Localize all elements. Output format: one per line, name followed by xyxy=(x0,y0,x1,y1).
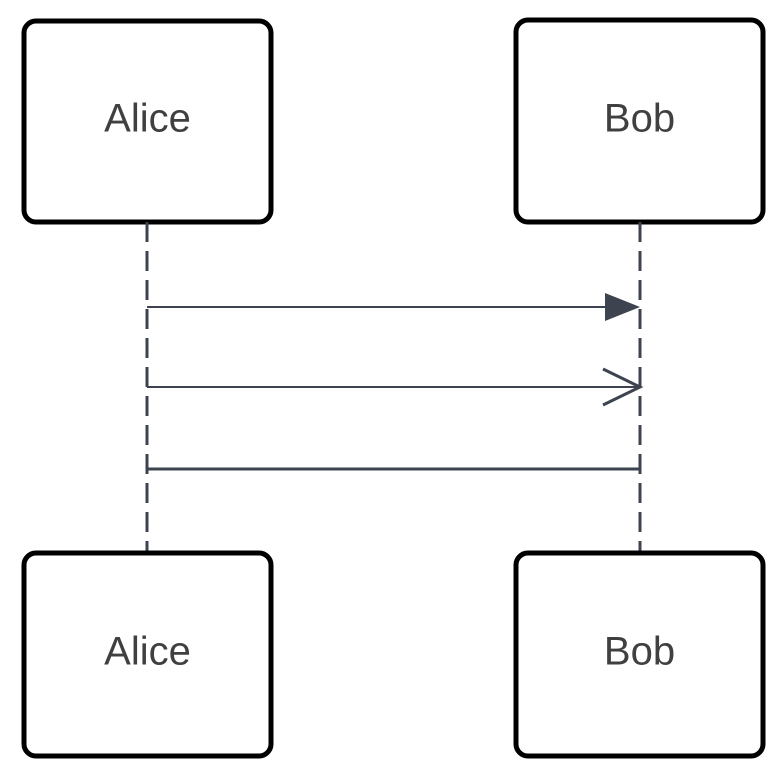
message-2-alice-to-bob[interactable] xyxy=(147,367,644,407)
participant-label-alice-footer: Alice xyxy=(104,630,191,674)
participant-alice-header[interactable]: Alice xyxy=(21,18,274,225)
message-1-arrowhead-filled-icon xyxy=(605,293,640,321)
participant-bob-footer[interactable]: Bob xyxy=(513,550,766,759)
message-1-alice-to-bob[interactable] xyxy=(147,293,640,321)
participant-box-shape-alice-footer[interactable] xyxy=(21,550,274,759)
participant-bob-header[interactable]: Bob xyxy=(513,17,766,225)
participant-label-alice-header: Alice xyxy=(104,97,191,141)
participant-label-bob-header: Bob xyxy=(604,97,675,141)
participant-alice-footer[interactable]: Alice xyxy=(21,550,274,759)
message-2-arrowhead-open-icon xyxy=(602,367,644,407)
participant-box-shape-bob-footer[interactable] xyxy=(513,550,766,759)
participant-label-bob-footer: Bob xyxy=(604,630,675,674)
